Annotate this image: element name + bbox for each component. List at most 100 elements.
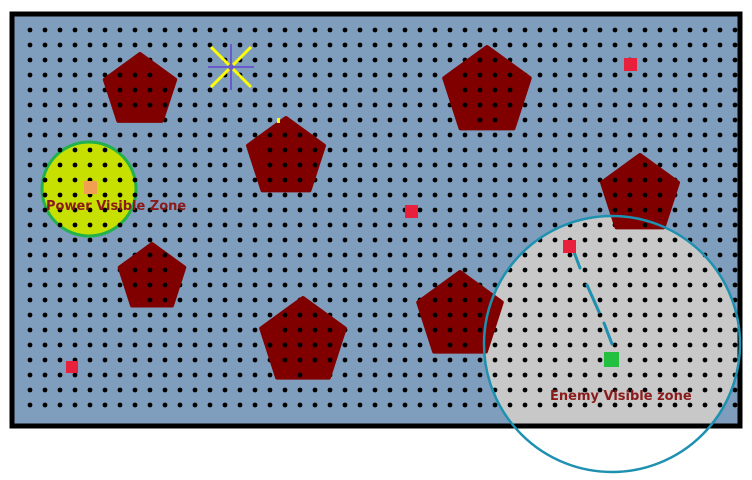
grid-dot: [732, 72, 738, 78]
grid-dot: [312, 27, 318, 33]
grid-dot: [132, 147, 138, 153]
grid-dot: [132, 192, 138, 198]
grid-dot: [702, 342, 708, 348]
grid-dot: [432, 387, 438, 393]
grid-dot: [72, 222, 78, 228]
grid-dot: [282, 282, 288, 288]
grid-dot: [297, 87, 303, 93]
grid-dot: [177, 192, 183, 198]
grid-dot: [447, 237, 453, 243]
grid-dot: [612, 177, 618, 183]
grid-dot: [87, 102, 93, 108]
grid-dot: [267, 387, 273, 393]
grid-dot: [717, 252, 723, 258]
grid-dot: [582, 237, 588, 243]
grid-dot: [222, 327, 228, 333]
grid-dot: [297, 387, 303, 393]
grid-dot: [177, 402, 183, 408]
pentagon-icon: [117, 242, 187, 308]
grid-dot: [432, 27, 438, 33]
grid-dot: [207, 402, 213, 408]
grid-dot: [492, 57, 498, 63]
grid-dot: [162, 177, 168, 183]
grid-dot: [597, 267, 603, 273]
grid-dot: [642, 27, 648, 33]
grid-dot: [117, 162, 123, 168]
grid-dot: [57, 327, 63, 333]
enemy-marker[interactable]: [66, 361, 78, 373]
grid-dot: [477, 162, 483, 168]
grid-dot: [507, 342, 513, 348]
grid-dot: [492, 267, 498, 273]
grid-dot: [687, 387, 693, 393]
grid-dot: [432, 402, 438, 408]
power-marker[interactable]: [84, 181, 97, 194]
grid-dot: [477, 372, 483, 378]
enemy-marker[interactable]: [563, 240, 576, 253]
grid-dot: [672, 387, 678, 393]
grid-dot: [402, 222, 408, 228]
grid-dot: [312, 387, 318, 393]
grid-dot: [237, 87, 243, 93]
enemy-marker[interactable]: [405, 205, 418, 218]
grid-dot: [612, 192, 618, 198]
player-marker[interactable]: [604, 352, 619, 367]
grid-dot: [432, 372, 438, 378]
grid-dot: [72, 372, 78, 378]
grid-dot: [597, 27, 603, 33]
grid-dot: [42, 297, 48, 303]
grid-dot: [342, 207, 348, 213]
grid-dot: [342, 222, 348, 228]
grid-dot: [237, 222, 243, 228]
grid-dot: [717, 342, 723, 348]
grid-dot: [687, 372, 693, 378]
grid-dot: [552, 372, 558, 378]
enemy-marker[interactable]: [624, 58, 637, 71]
grid-dot: [657, 402, 663, 408]
grid-dot: [642, 192, 648, 198]
grid-dot: [117, 252, 123, 258]
grid-dot: [702, 222, 708, 228]
grid-dot: [627, 387, 633, 393]
grid-dot: [252, 207, 258, 213]
grid-dot: [222, 117, 228, 123]
grid-dot: [387, 357, 393, 363]
grid-dot: [312, 267, 318, 273]
grid-dot: [387, 402, 393, 408]
grid-dot: [222, 282, 228, 288]
grid-dot: [147, 162, 153, 168]
grid-dot: [342, 372, 348, 378]
grid-dot: [582, 117, 588, 123]
grid-dot: [147, 237, 153, 243]
grid-dot: [537, 57, 543, 63]
grid-dot: [177, 72, 183, 78]
star-burst-icon[interactable]: [208, 44, 254, 90]
grid-dot: [57, 297, 63, 303]
grid-dot: [402, 387, 408, 393]
grid-dot: [582, 387, 588, 393]
grid-dot: [687, 102, 693, 108]
grid-dot: [357, 192, 363, 198]
grid-dot: [702, 237, 708, 243]
grid-dot: [672, 297, 678, 303]
grid-dot: [492, 177, 498, 183]
grid-dot: [177, 102, 183, 108]
grid-dot: [687, 267, 693, 273]
grid-dot: [687, 147, 693, 153]
grid-dot: [477, 387, 483, 393]
grid-dot: [492, 342, 498, 348]
grid-dot: [627, 192, 633, 198]
grid-dot: [477, 312, 483, 318]
grid-dot: [582, 132, 588, 138]
grid-dot: [177, 177, 183, 183]
grid-dot: [597, 162, 603, 168]
grid-dot: [267, 372, 273, 378]
grid-dot: [252, 222, 258, 228]
grid-dot: [537, 327, 543, 333]
grid-dot: [657, 177, 663, 183]
grid-dot: [327, 297, 333, 303]
grid-dot: [372, 162, 378, 168]
grid-dot: [177, 372, 183, 378]
grid-dot: [597, 222, 603, 228]
